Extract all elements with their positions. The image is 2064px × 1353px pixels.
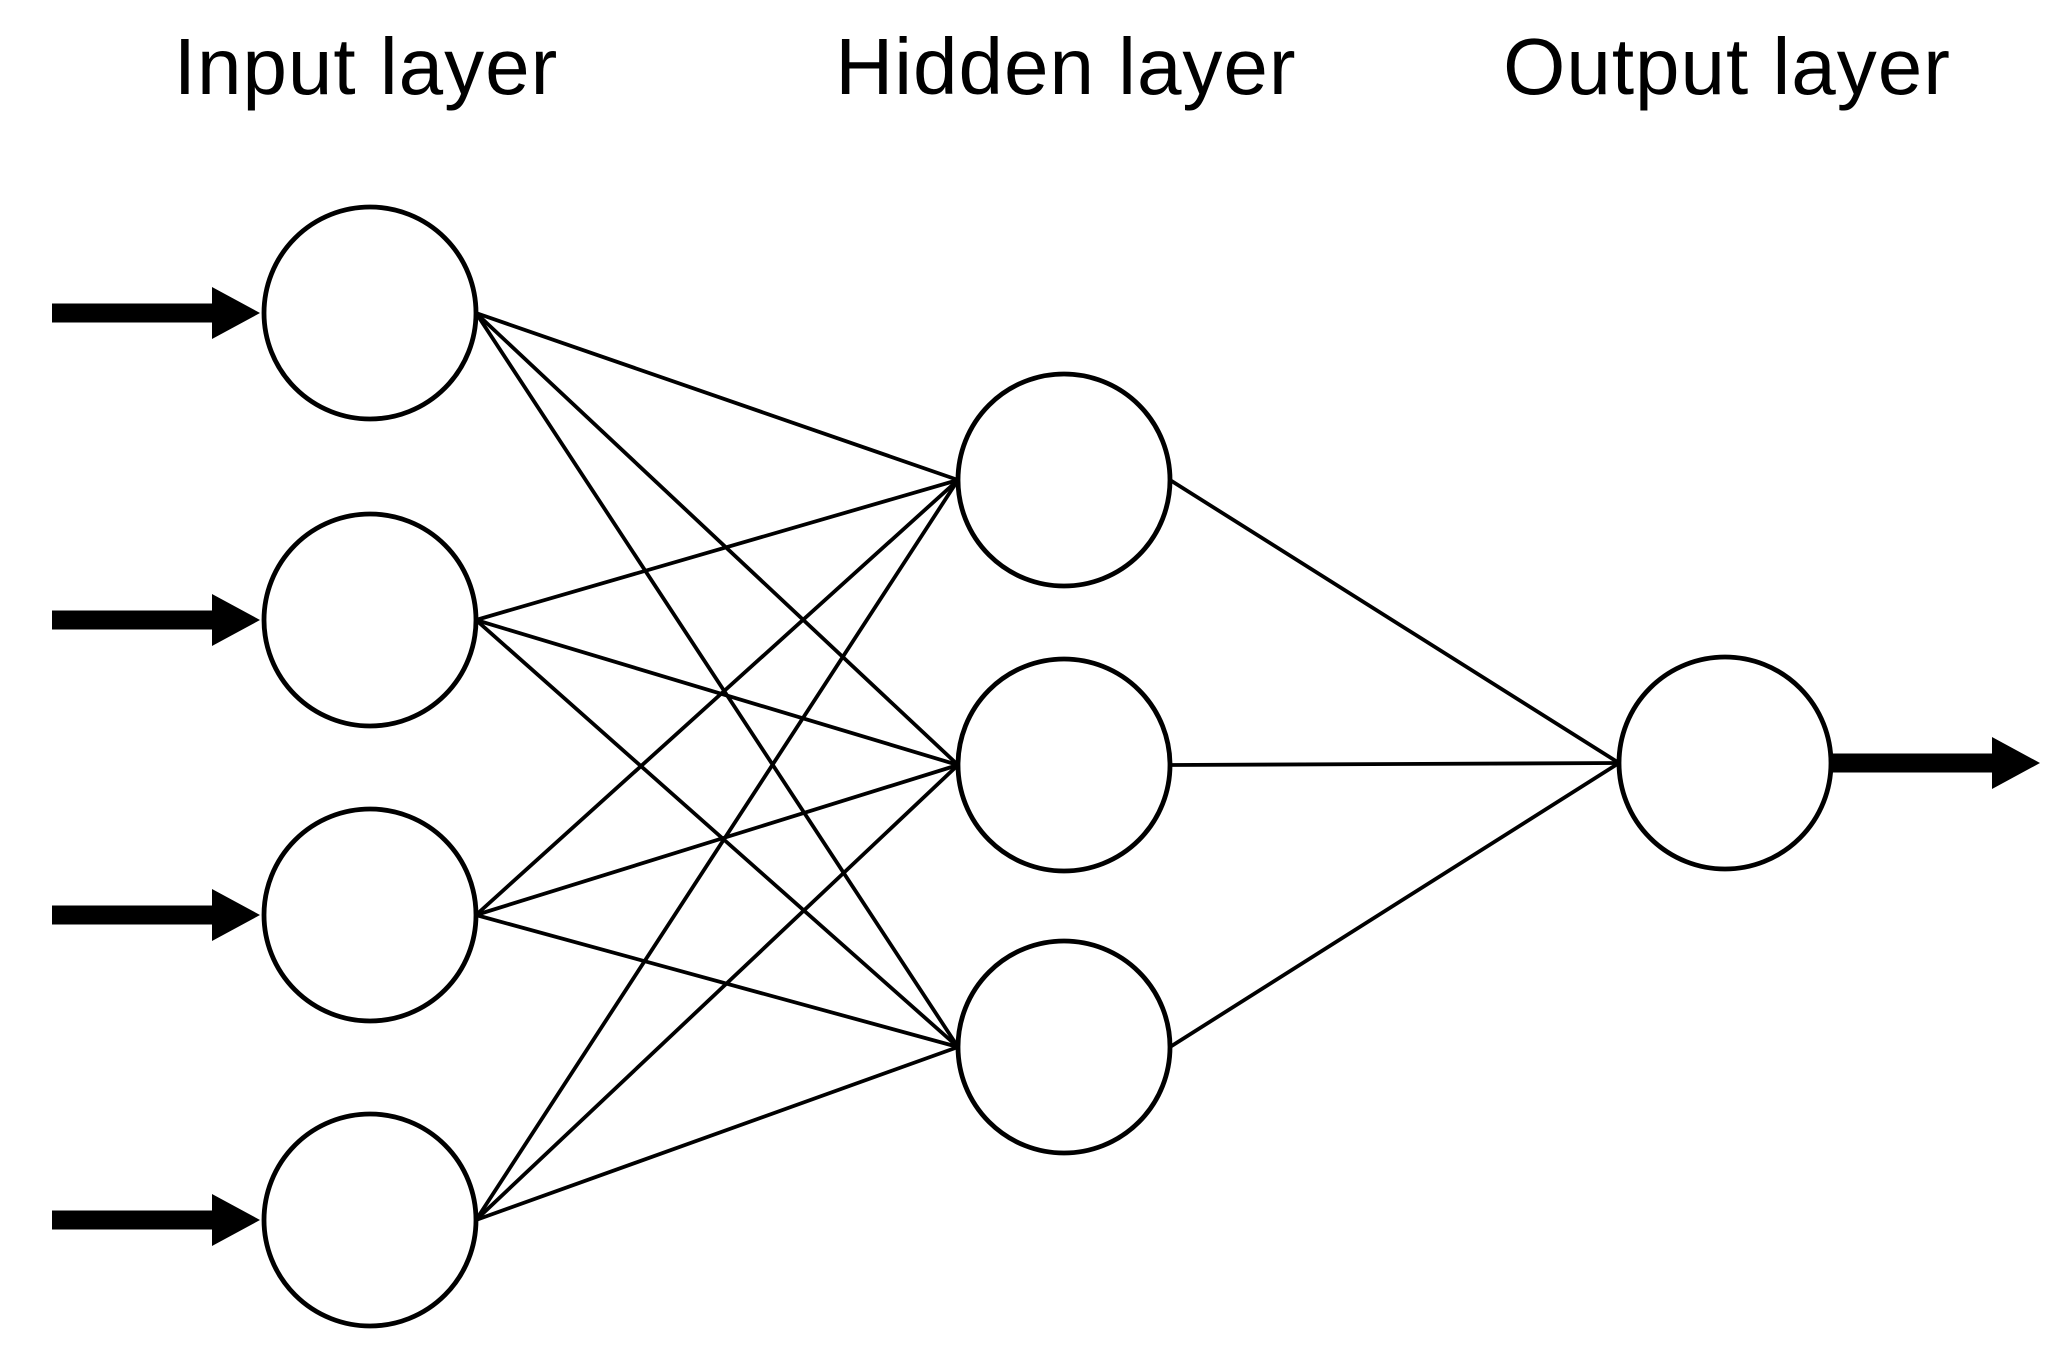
input-arrow-2-shaft xyxy=(52,610,218,630)
connection-input-to-hidden xyxy=(475,1045,959,1222)
output-arrow-1-head xyxy=(1992,737,2040,789)
hidden-neuron-node xyxy=(955,656,1173,874)
input-neuron-node xyxy=(261,511,479,729)
layer-label-hidden: Hidden layer xyxy=(835,22,1296,111)
output-neuron-node xyxy=(1616,654,1834,872)
labels-group: Input layer Hidden layer Output layer xyxy=(174,22,1951,111)
connection-input-to-hidden xyxy=(475,311,959,482)
output-arrow-1-shaft xyxy=(1832,753,1998,773)
connection-input-to-hidden xyxy=(474,763,960,1222)
arrows-group xyxy=(52,287,2040,1246)
connection-input-to-hidden xyxy=(474,478,960,917)
input-arrow-1-shaft xyxy=(52,303,218,323)
nodes-group xyxy=(261,204,1834,1329)
input-arrow-2-head xyxy=(212,594,260,646)
hidden-neuron-node xyxy=(955,371,1173,589)
connection-input-to-hidden xyxy=(475,913,959,1049)
input-arrow-4-head xyxy=(212,1194,260,1246)
connections-group xyxy=(474,311,1621,1222)
connection-input-to-hidden xyxy=(475,478,959,622)
connection-hidden-to-output xyxy=(1168,478,1621,765)
connection-hidden-to-output xyxy=(1169,761,1620,767)
layer-label-input: Input layer xyxy=(174,22,559,111)
input-arrow-1-head xyxy=(212,287,260,339)
input-arrow-3-head xyxy=(212,889,260,941)
layer-label-output: Output layer xyxy=(1503,22,1951,111)
input-neuron-node xyxy=(261,1111,479,1329)
connection-input-to-hidden xyxy=(474,311,960,767)
connection-input-to-hidden xyxy=(474,618,960,1049)
connection-hidden-to-output xyxy=(1168,761,1621,1049)
hidden-neuron-node xyxy=(955,938,1173,1156)
input-arrow-3-shaft xyxy=(52,905,218,925)
connection-input-to-hidden xyxy=(475,763,959,917)
input-neuron-node xyxy=(261,204,479,422)
input-neuron-node xyxy=(261,806,479,1024)
connection-input-to-hidden xyxy=(475,618,959,767)
connection-input-to-hidden xyxy=(474,478,960,1222)
input-arrow-4-shaft xyxy=(52,1210,218,1230)
connection-input-to-hidden xyxy=(474,311,960,1049)
